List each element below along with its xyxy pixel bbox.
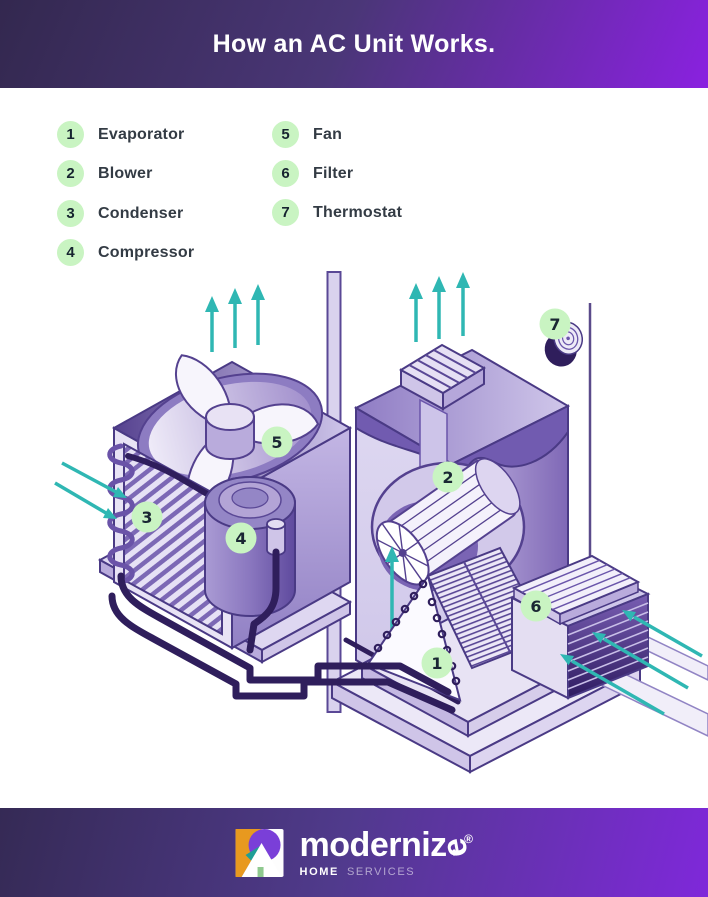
legend-number-badge: 2 [57,160,84,187]
filter-slats [521,559,631,611]
page-title: How an AC Unit Works. [212,29,496,58]
footer-banner: modernize® HOME SERVICES [0,808,708,897]
badge-blower: 2 [432,461,464,493]
svg-text:3: 3 [141,508,152,527]
blower-spokes [376,523,429,583]
legend-item-filter: 6 Filter [272,160,353,187]
modernize-logo-icon [235,828,284,877]
svg-text:2: 2 [442,468,453,487]
airflow-arrow-intake [54,461,127,519]
legend-number-badge: 6 [272,160,299,187]
airflow-arrow-return [560,610,703,716]
legend-item-thermostat: 7 Thermostat [272,199,402,226]
legend-label: Evaporator [98,125,185,143]
modernize-logo: modernize® HOME SERVICES [235,825,476,878]
badge-condenser: 3 [131,501,163,533]
supply-vent [399,343,486,411]
legend-label: Condenser [98,204,184,222]
legend-number-badge: 5 [272,121,299,148]
svg-text:4: 4 [235,529,246,548]
brand-wordmark: modernize® [299,825,476,864]
registered-mark: ® [464,832,473,847]
badge-thermostat: 7 [539,308,571,340]
airflow-arrow-supply [409,272,470,342]
legend-item-fan: 5 Fan [272,121,342,148]
legend-label: Filter [313,164,354,182]
tagline-home: HOME [299,865,339,878]
airflow-arrow-exhaust [205,284,265,352]
legend-number-badge: 1 [57,121,84,148]
condenser-coil-serpentine [107,443,135,585]
logo-text: modernize® HOME SERVICES [299,825,476,878]
svg-text:7: 7 [549,315,560,334]
badge-compressor: 4 [225,522,257,554]
legend-item-blower: 2 Blower [57,160,153,187]
legend-number-badge: 4 [57,239,84,266]
legend-number-badge: 7 [272,199,299,226]
ac-diagram-illustration: 1 2 3 4 5 6 7 [54,271,708,774]
header-banner: How an AC Unit Works. [0,0,708,88]
legend-label: Thermostat [313,203,403,221]
legend-item-condenser: 3 Condenser [57,200,183,227]
legend-label: Compressor [98,243,195,261]
badge-fan: 5 [261,426,293,458]
outdoor-unit [54,284,353,664]
indoor-unit [329,272,708,774]
brand-tagline: HOME SERVICES [300,866,473,878]
legend-label: Blower [98,164,153,182]
badge-filter: 6 [520,590,552,622]
refrigerant-pipes [108,548,456,714]
vent-louvers [408,349,477,389]
tagline-services: SERVICES [346,865,416,878]
refrigerant-line-coil [125,453,261,527]
diagram-badges: 1 2 3 4 5 6 7 [131,308,571,679]
legend-label: Fan [313,125,343,143]
svg-text:5: 5 [271,433,282,452]
legend-item-compressor: 4 Compressor [57,239,194,266]
brand-prefix: moderniz [299,825,448,864]
svg-text:1: 1 [431,654,442,673]
legend-item-evaporator: 1 Evaporator [57,121,184,148]
badge-evaporator: 1 [421,647,453,679]
legend-number-badge: 3 [57,200,84,227]
svg-text:6: 6 [530,597,541,616]
